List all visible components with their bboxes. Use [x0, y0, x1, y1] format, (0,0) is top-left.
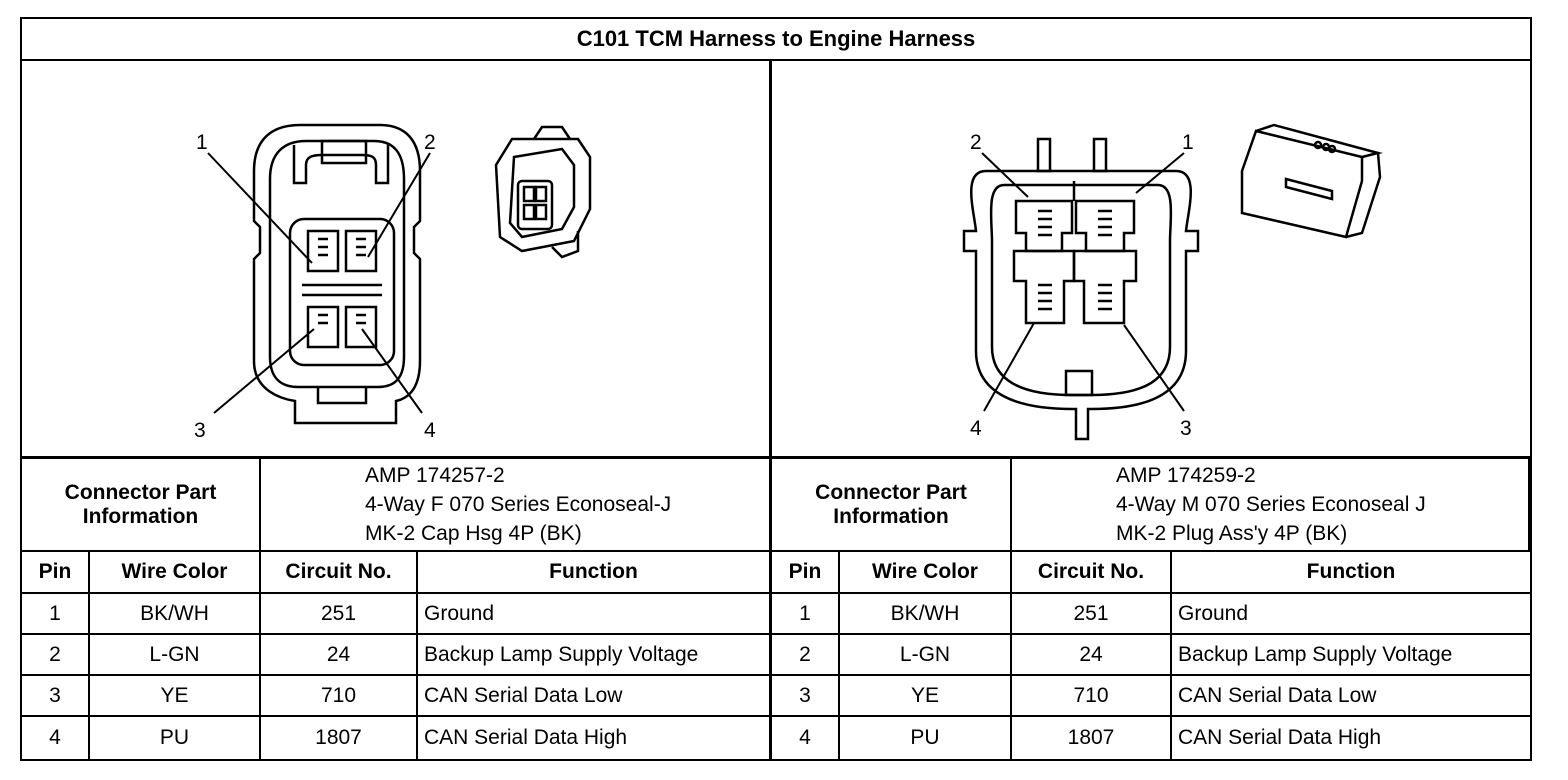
column-header-pin: Pin	[22, 552, 90, 594]
pin-label-1: 1	[196, 131, 208, 154]
table-cell-wire-color: L-GN	[840, 635, 1012, 676]
column-header-pin: Pin	[772, 552, 840, 594]
table-cell-function: Ground	[1172, 594, 1530, 635]
pin-label-4: 4	[970, 417, 982, 440]
cavity-3	[306, 305, 340, 349]
table-cell-function: Backup Lamp Supply Voltage	[418, 635, 772, 676]
left-part-description: AMP 174257-2 4-Way F 070 Series Econosea…	[261, 459, 772, 552]
pin-label-2: 2	[424, 131, 436, 154]
female-connector-3d-view	[494, 125, 592, 259]
column-header-circuit: Circuit No.	[261, 552, 418, 594]
table-cell-pin: 2	[22, 635, 90, 676]
table-cell-pin: 3	[772, 676, 840, 717]
male-connector-3d-view	[1240, 123, 1383, 239]
right-part-line-3: MK-2 Plug Ass'y 4P (BK)	[1116, 522, 1348, 545]
connector-outer-shell	[252, 123, 422, 425]
table-cell-circuit: 24	[1012, 635, 1172, 676]
part-info-row: Connector Part Information AMP 174257-2 …	[22, 456, 1530, 552]
table-cell-circuit: 710	[261, 676, 418, 717]
pin-label-1: 1	[1182, 131, 1194, 154]
table-cell-function: Backup Lamp Supply Voltage	[1172, 635, 1530, 676]
column-header-wire-color: Wire Color	[90, 552, 261, 594]
pin-label-4: 4	[424, 419, 436, 442]
table-cell-pin: 2	[772, 635, 840, 676]
table-cell-wire-color: YE	[90, 676, 261, 717]
latch-tab	[292, 145, 390, 185]
table-cell-pin: 1	[772, 594, 840, 635]
male-connector-drawing: 2 1 4 3	[962, 123, 1383, 441]
table-cell-function: Ground	[418, 594, 772, 635]
cavity-1	[306, 229, 340, 273]
right-connector-diagram: 2 1 4 3	[772, 61, 1532, 456]
table-cell-wire-color: PU	[90, 717, 261, 759]
table-cell-wire-color: YE	[840, 676, 1012, 717]
cavity-4	[344, 305, 378, 349]
cavity-block	[288, 217, 396, 367]
table-cell-circuit: 251	[261, 594, 418, 635]
cavity-2	[344, 229, 378, 273]
table-cell-wire-color: BK/WH	[840, 594, 1012, 635]
connector-outer-shell	[962, 169, 1200, 441]
table-cell-function: CAN Serial Data High	[1178, 726, 1382, 749]
table-cell-wire-color: BK/WH	[90, 594, 261, 635]
table-cell-function: CAN Serial Data High	[418, 717, 772, 759]
table-cell-pin: 4	[22, 717, 90, 759]
left-connector-diagram: 1 2 3 4	[22, 61, 772, 456]
right-part-line-1: AMP 174259-2	[1116, 464, 1256, 487]
left-part-line-2: 4-Way F 070 Series Econoseal-J	[365, 493, 672, 516]
table-cell-pin: 1	[22, 594, 90, 635]
pin-label-3: 3	[194, 419, 206, 442]
connector-chart-frame: C101 TCM Harness to Engine Harness	[20, 17, 1532, 761]
table-cell-wire-color: L-GN	[90, 635, 261, 676]
right-part-line-2: 4-Way M 070 Series Econoseal J	[1116, 493, 1426, 516]
table-cell-wire-color: PU	[840, 717, 1012, 759]
left-part-label: Connector Part Information	[22, 459, 261, 552]
left-part-line-3: MK-2 Cap Hsg 4P (BK)	[365, 522, 582, 545]
pin-label-3: 3	[1180, 417, 1192, 440]
table-cell-circuit: 251	[1012, 594, 1172, 635]
table-cell-circuit: 1807	[261, 717, 418, 759]
table-cell-pin: 4	[772, 717, 840, 759]
table-cell-circuit: 1807	[1012, 717, 1172, 759]
table-cell-function: CAN Serial Data Low	[1172, 676, 1530, 717]
table-cell-circuit: 710	[1012, 676, 1172, 717]
column-header-function: Function	[1172, 552, 1530, 594]
chart-title: C101 TCM Harness to Engine Harness	[22, 19, 1530, 61]
column-header-circuit: Circuit No.	[1012, 552, 1172, 594]
column-header-function: Function	[418, 552, 772, 594]
cavity-3	[1072, 249, 1138, 325]
left-part-line-1: AMP 174257-2	[365, 464, 505, 487]
right-part-description: AMP 174259-2 4-Way M 070 Series Econosea…	[1012, 459, 1530, 552]
female-connector-drawing: 1 2 3 4	[194, 123, 592, 442]
right-part-label: Connector Part Information	[772, 459, 1012, 552]
table-cell-function: CAN Serial Data Low	[418, 676, 772, 717]
column-header-wire-color: Wire Color	[840, 552, 1012, 594]
pin-label-2: 2	[970, 131, 982, 154]
cavity-4	[1012, 249, 1076, 325]
table-cell-pin: 3	[22, 676, 90, 717]
table-cell-circuit: 24	[261, 635, 418, 676]
